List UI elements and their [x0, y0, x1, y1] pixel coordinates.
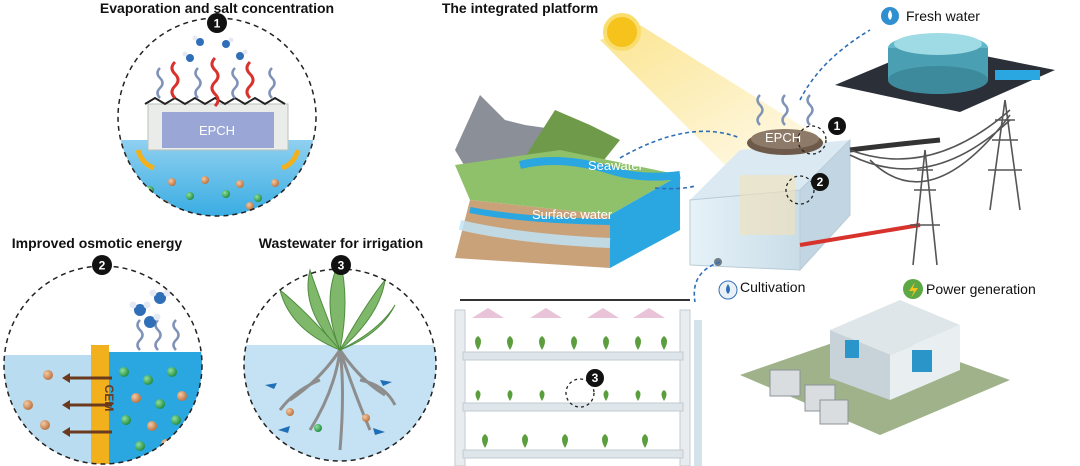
- flow-arrow-right: [281, 149, 301, 171]
- heat-arrow: [170, 60, 180, 100]
- flow-arrow-surface: [654, 185, 696, 190]
- vapor-arrow: [194, 67, 202, 99]
- wastewater-title: Wastewater for irrigation: [259, 235, 423, 251]
- badge-3-number: 3: [338, 259, 345, 273]
- vapor-arrow: [268, 67, 276, 99]
- badge-2-number: 2: [99, 259, 106, 273]
- water-molecules: [129, 289, 171, 328]
- lightning-glyph: [909, 282, 918, 298]
- vapor-arrow: [156, 67, 164, 99]
- osmotic-panel: CEM 2: [3, 255, 203, 465]
- power-station: [740, 300, 1010, 435]
- badge-2: [92, 255, 112, 275]
- cultivation-label: Cultivation: [740, 279, 805, 295]
- badge-3-rack: [586, 369, 604, 387]
- platform-title: The integrated platform: [442, 0, 598, 16]
- flow-arrow-left: [135, 149, 155, 171]
- vapor-arrow: [231, 67, 239, 99]
- water-molecules: [182, 35, 248, 62]
- cultivation-rack: [454, 299, 702, 466]
- vapor-arrow: [172, 319, 180, 351]
- fresh-water-label: Fresh water: [906, 8, 980, 24]
- wastewater-panel: 3: [243, 255, 437, 462]
- landscape-block: Seawater Surface water: [455, 95, 681, 268]
- epch-block: [162, 112, 274, 148]
- cem-label: CEM: [102, 385, 116, 412]
- badge-3: [331, 255, 351, 275]
- zoom-circle-1: [117, 17, 317, 217]
- ion-flux-arrows: [62, 373, 112, 437]
- plant-leaves: [279, 258, 396, 352]
- badge-1-device: [828, 117, 846, 135]
- surface-water-label: Surface water: [532, 207, 613, 222]
- epch-small-label: EPCH: [199, 123, 235, 138]
- power-generation-label: Power generation: [926, 281, 1036, 297]
- fresh-water-tank: [835, 33, 1055, 112]
- heat-arrow: [245, 60, 255, 100]
- evaporation-panel: EPCH 1: [117, 13, 317, 217]
- badge-1-device-number: 1: [834, 119, 841, 133]
- badge-2-device: [811, 173, 829, 191]
- cultivation-drop-glyph: [726, 284, 730, 294]
- vapor-arrow: [136, 319, 144, 351]
- water-uptake-arrows: [265, 380, 392, 435]
- zoom-circle-2: [3, 265, 203, 465]
- absorber-layer: [144, 96, 286, 106]
- epch-device: EPCH: [689, 94, 941, 272]
- badge-1-number: 1: [214, 17, 221, 31]
- power-towers: [849, 99, 1022, 266]
- vapor-arrow: [154, 319, 162, 351]
- seawater-label: Seawater: [588, 158, 644, 173]
- evaporation-title: Evaporation and salt concentration: [100, 0, 334, 16]
- water-drop-glyph: [888, 10, 892, 20]
- flow-arrow-cultivation: [693, 261, 721, 303]
- plant-roots: [278, 349, 397, 451]
- osmotic-title: Improved osmotic energy: [12, 235, 183, 251]
- heat-arrow: [210, 56, 220, 108]
- badge-3-rack-number: 3: [592, 371, 599, 385]
- sun-icon: [603, 13, 641, 51]
- badge-1: [207, 13, 227, 33]
- flow-arrow-seawater: [619, 130, 741, 159]
- flow-arrow-freshwater: [799, 29, 871, 101]
- badge-2-device-number: 2: [817, 175, 824, 189]
- epch-device-label: EPCH: [765, 130, 801, 145]
